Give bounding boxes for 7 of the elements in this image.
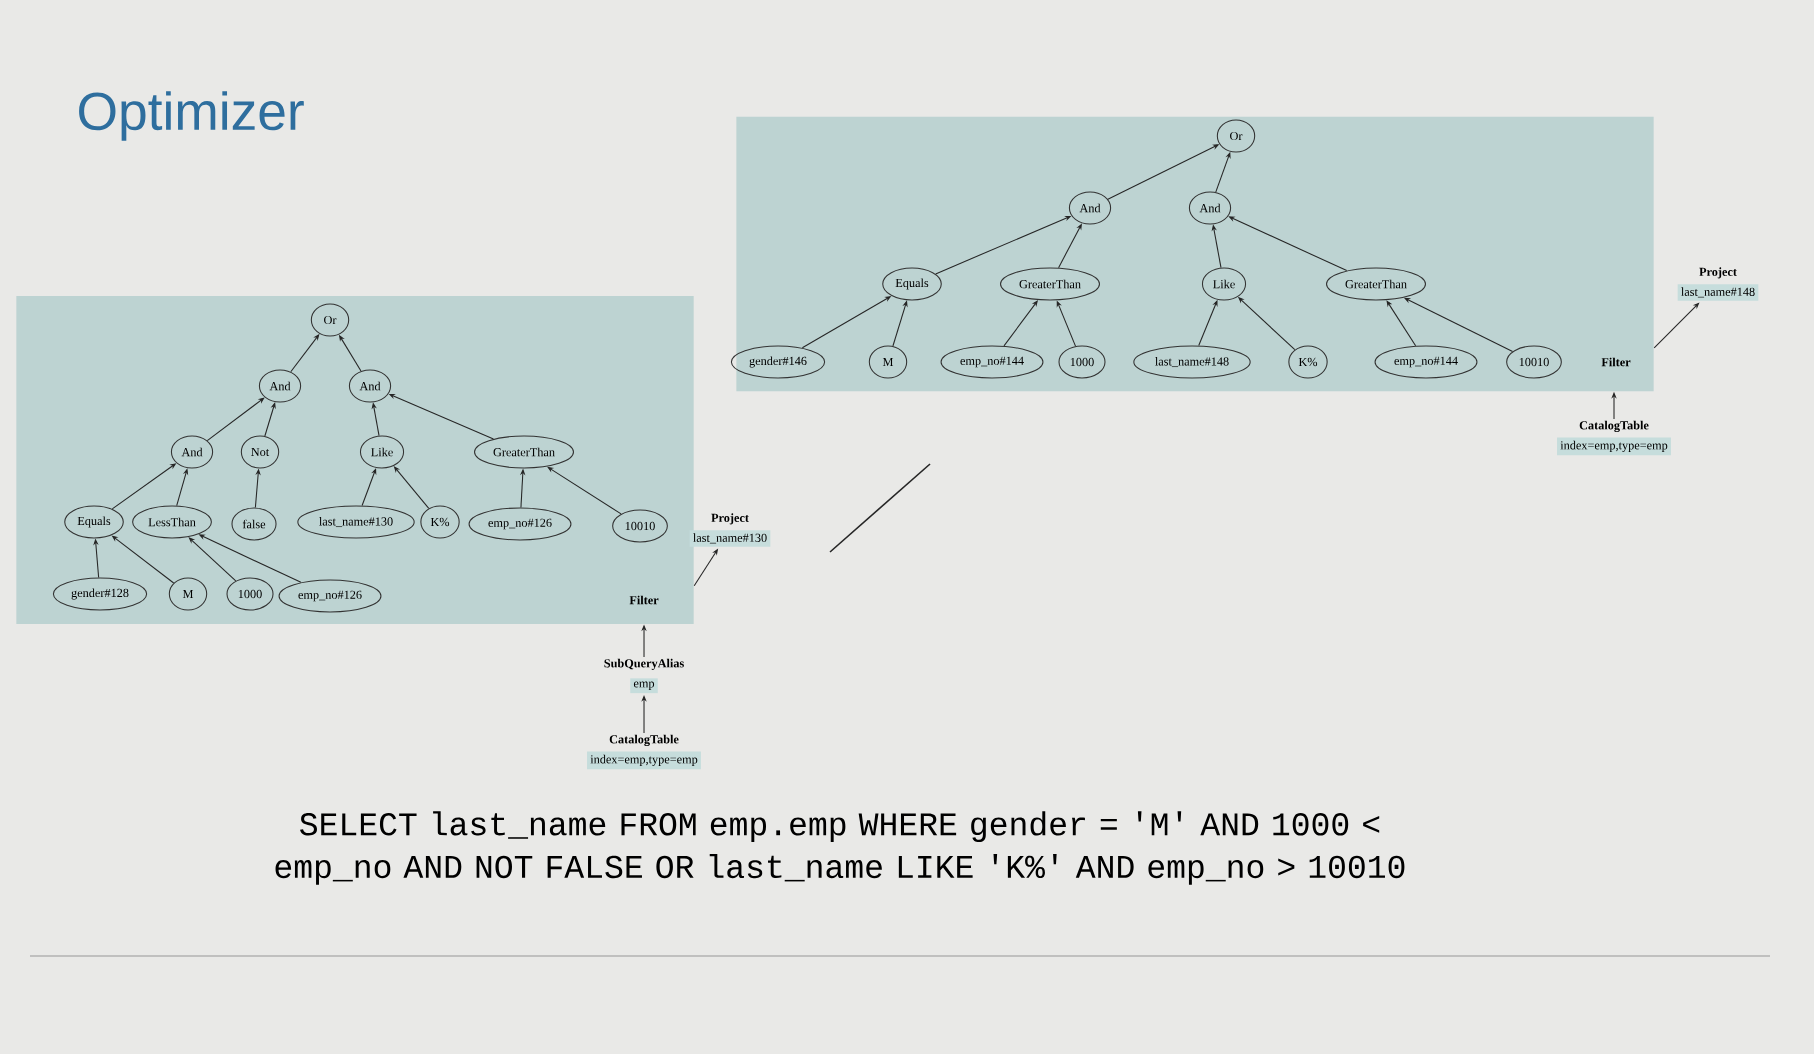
arrow: [1386, 300, 1417, 347]
arrow: [547, 466, 622, 515]
arrow: [264, 402, 276, 437]
arrow: [206, 397, 265, 442]
slide-title: Optimizer: [79, 91, 304, 141]
arrow: [188, 537, 237, 582]
sql-query: SELECT last_name FROM emp.emp WHERE gender = 'M' AND 1000 < emp_no AND NOT FALSE OR last_name LIKE 'K%' AND emp_no > 10010: [275, 811, 1405, 885]
